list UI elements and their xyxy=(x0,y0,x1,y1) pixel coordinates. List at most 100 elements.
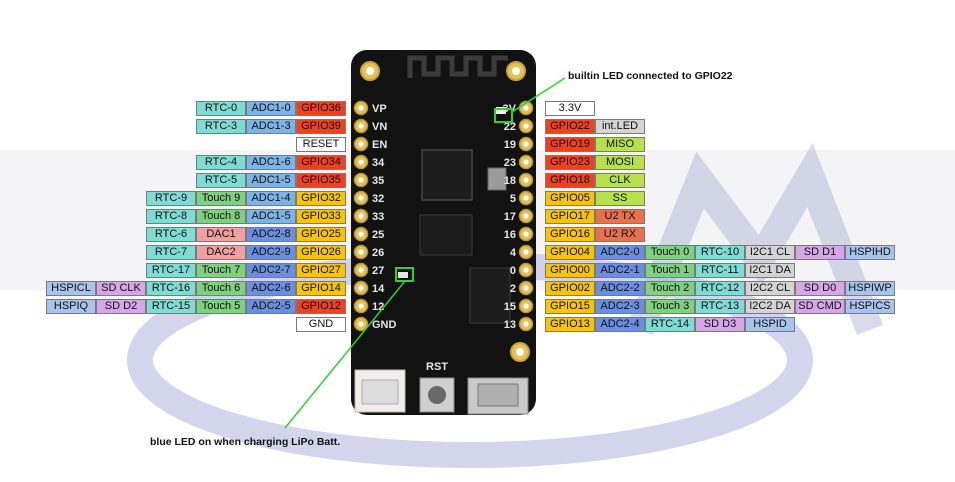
left-pin-label-gpio34: GPIO34 xyxy=(296,155,346,170)
right-pin-label-touch-3: Touch 3 xyxy=(645,299,695,314)
left-pin-silk-14: 14 xyxy=(372,283,385,295)
left-pin-label-gpio12: GPIO12 xyxy=(296,299,346,314)
left-pin-silk-34: 34 xyxy=(372,157,385,169)
right-pin-label-gpio19: GPIO19 xyxy=(545,137,595,152)
left-pin-label-adc1-0: ADC1-0 xyxy=(246,101,296,116)
right-pin-label-i2c1-cl: I2C1 CL xyxy=(745,245,795,260)
right-pin-silk-18: 18 xyxy=(504,175,516,187)
rst-silk-label: RST xyxy=(426,361,448,373)
right-pin-label-gpio18: GPIO18 xyxy=(545,173,595,188)
right-pin-label-clk: CLK xyxy=(595,173,645,188)
right-pin-silk-17: 17 xyxy=(504,211,516,223)
right-pin-label-gpio04: GPIO04 xyxy=(545,245,595,260)
left-pin-label-gpio36: GPIO36 xyxy=(296,101,346,116)
left-pin-label-hspiq: HSPIQ xyxy=(46,299,96,314)
right-pin-label-sd-d0: SD D0 xyxy=(795,281,845,296)
left-pin-label-rtc-3: RTC-3 xyxy=(196,119,246,134)
left-pin-label-adc1-5: ADC1-5 xyxy=(246,173,296,188)
left-pin-label-rtc-9: RTC-9 xyxy=(146,191,196,206)
right-pin-label-adc2-4: ADC2-4 xyxy=(595,317,645,332)
right-pin-label-touch-0: Touch 0 xyxy=(645,245,695,260)
charge-led xyxy=(398,272,408,278)
left-pin-label-gpio32: GPIO32 xyxy=(296,191,346,206)
right-pin-label-adc2-1: ADC2-1 xyxy=(595,263,645,278)
charger-chip xyxy=(469,267,511,324)
left-pin-label-reset: RESET xyxy=(296,137,346,152)
left-pin-label-rtc-15: RTC-15 xyxy=(146,299,196,314)
right-pin-label-ss: SS xyxy=(595,191,645,206)
right-pin-silk-13: 13 xyxy=(504,319,516,331)
left-pin-label-rtc-5: RTC-5 xyxy=(196,173,246,188)
left-pin-silk-gnd: GND xyxy=(372,319,397,331)
left-pin-label-touch-6: Touch 6 xyxy=(196,281,246,296)
right-pin-label-hspics: HSPICS xyxy=(845,299,895,314)
right-pin-label-mosi: MOSI xyxy=(595,155,645,170)
right-pin-label-gpio17: GPIO17 xyxy=(545,209,595,224)
left-pin-label-rtc-17: RTC-17 xyxy=(146,263,196,278)
left-pin-label-hspicl: HSPICL xyxy=(46,281,96,296)
left-pin-label-adc2-7: ADC2-7 xyxy=(246,263,296,278)
left-pin-label-touch-7: Touch 7 xyxy=(196,263,246,278)
right-pin-silk-19: 19 xyxy=(504,139,516,151)
right-pin-label-rtc-13: RTC-13 xyxy=(695,299,745,314)
left-pin-silk-vn: VN xyxy=(372,121,387,133)
left-pin-silk-25: 25 xyxy=(372,229,384,241)
builtin-led xyxy=(496,107,506,114)
left-pin-label-touch-9: Touch 9 xyxy=(196,191,246,206)
left-pin-label-adc2-6: ADC2-6 xyxy=(246,281,296,296)
right-pin-silk-5: 5 xyxy=(510,193,516,205)
left-pin-silk-26: 26 xyxy=(372,247,384,259)
right-pin-label-adc2-2: ADC2-2 xyxy=(595,281,645,296)
left-pin-label-touch-5: Touch 5 xyxy=(196,299,246,314)
left-pin-silk-vp: VP xyxy=(372,103,387,115)
left-pin-label-gnd: GND xyxy=(296,317,346,332)
pcb-antenna xyxy=(407,55,508,78)
right-pin-label-sd-cmd: SD CMD xyxy=(795,299,845,314)
left-pin-label-gpio27: GPIO27 xyxy=(296,263,346,278)
right-pin-label-gpio13: GPIO13 xyxy=(545,317,595,332)
left-pin-label-adc2-8: ADC2-8 xyxy=(246,227,296,242)
right-pin-silk-2: 2 xyxy=(510,283,516,295)
left-pin-label-dac1: DAC1 xyxy=(196,227,246,242)
right-pin-label-hspiwp: HSPIWP xyxy=(845,281,895,296)
right-pin-label-u2-rx: U2 RX xyxy=(595,227,645,242)
right-pin-silk-22: 22 xyxy=(504,121,516,133)
left-pin-label-gpio14: GPIO14 xyxy=(296,281,346,296)
esp32-chip xyxy=(421,149,473,201)
right-pin-label-sd-d1: SD D1 xyxy=(795,245,845,260)
right-pin-label-i2c2-da: I2C2 DA xyxy=(745,299,795,314)
right-pin-silk-15: 15 xyxy=(504,301,516,313)
right-pin-label-adc2-0: ADC2-0 xyxy=(595,245,645,260)
right-pin-label-rtc-12: RTC-12 xyxy=(695,281,745,296)
left-pin-label-adc2-9: ADC2-9 xyxy=(246,245,296,260)
right-pin-silk-23: 23 xyxy=(504,157,516,169)
left-pin-silk-27: 27 xyxy=(372,265,384,277)
right-pin-label-rtc-10: RTC-10 xyxy=(695,245,745,260)
crystal xyxy=(487,167,507,191)
charge-led-callout-line xyxy=(284,280,406,429)
right-pin-label-touch-2: Touch 2 xyxy=(645,281,695,296)
right-pin-label-u2-tx: U2 TX xyxy=(595,209,645,224)
left-pin-label-dac2: DAC2 xyxy=(196,245,246,260)
left-pin-label-gpio33: GPIO33 xyxy=(296,209,346,224)
left-pin-silk-en: EN xyxy=(372,139,387,151)
builtin-led-callout: builtin LED connected to GPIO22 xyxy=(568,70,733,82)
right-pin-label-hspihd: HSPIHD xyxy=(845,245,895,260)
builtin-led-highlight xyxy=(494,108,513,123)
right-pin-label-rtc-14: RTC-14 xyxy=(645,317,695,332)
left-pin-label-rtc-0: RTC-0 xyxy=(196,101,246,116)
left-pin-label-adc2-5: ADC2-5 xyxy=(246,299,296,314)
right-pin-label-gpio16: GPIO16 xyxy=(545,227,595,242)
left-pin-label-gpio39: GPIO39 xyxy=(296,119,346,134)
left-pin-label-adc1-6: ADC1-6 xyxy=(246,155,296,170)
left-pin-silk-33: 33 xyxy=(372,211,384,223)
right-pin-silk-16: 16 xyxy=(504,229,516,241)
left-pin-label-rtc-4: RTC-4 xyxy=(196,155,246,170)
right-pin-label-3-3v: 3.3V xyxy=(545,101,595,116)
left-pin-label-sd-clk: SD CLK xyxy=(96,281,146,296)
right-pin-label-gpio05: GPIO05 xyxy=(545,191,595,206)
right-pin-label-gpio23: GPIO23 xyxy=(545,155,595,170)
left-pin-label-rtc-6: RTC-6 xyxy=(146,227,196,242)
left-pin-label-gpio25: GPIO25 xyxy=(296,227,346,242)
